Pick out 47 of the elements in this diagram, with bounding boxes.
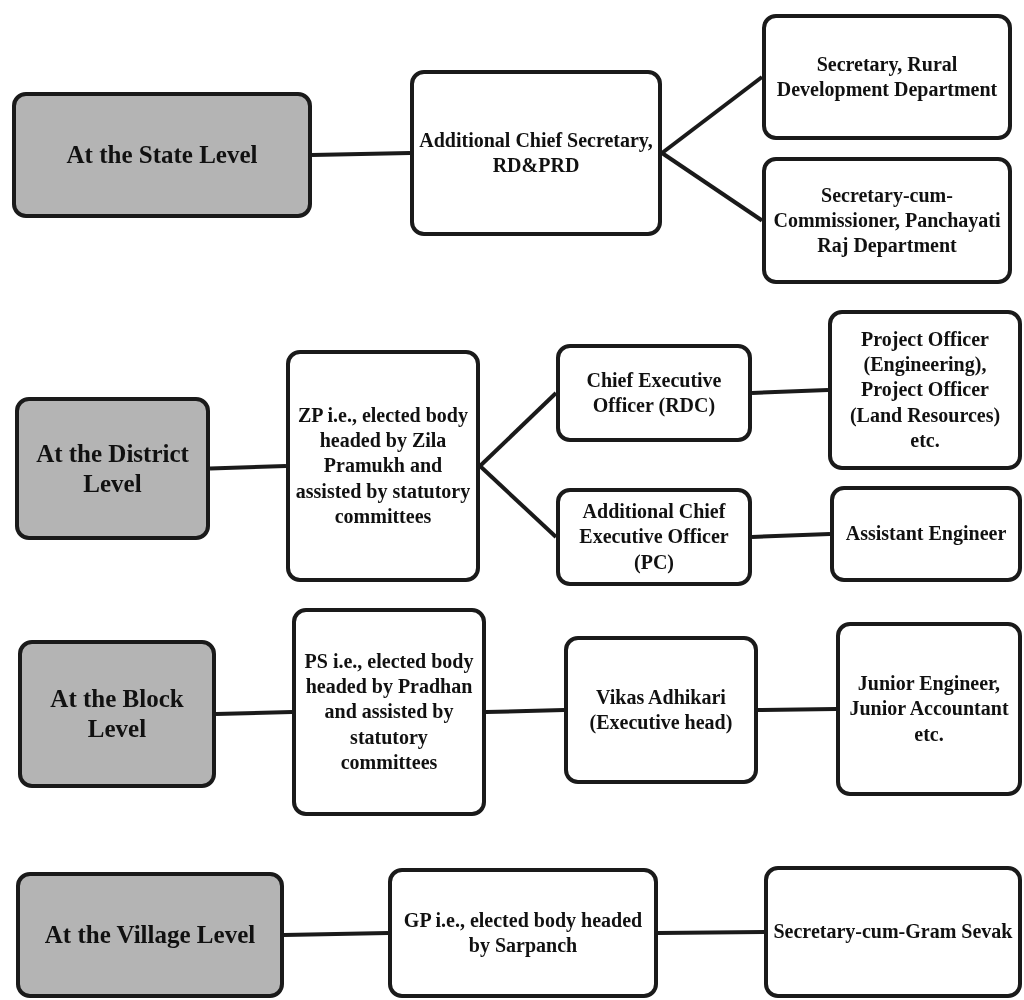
connector-line (757, 707, 837, 712)
office-box (762, 157, 1012, 284)
connector-line (283, 931, 389, 937)
connector-line (751, 532, 831, 539)
connector-line (660, 75, 764, 155)
office-box (828, 310, 1022, 470)
node-text: Assistant Engineer (845, 521, 1007, 547)
level-box (12, 92, 312, 218)
connector-line (478, 391, 558, 468)
connector-line (657, 930, 765, 935)
node-text: Secretary-cum-Gram Sevak (773, 919, 1013, 945)
node-text: At the Block Level (49, 684, 185, 744)
office-box (830, 486, 1022, 582)
connector-line (660, 151, 764, 223)
office-box (556, 344, 752, 442)
node-text: At the State Level (66, 140, 258, 170)
level-box (16, 872, 284, 998)
node-text: Secretary, Rural Development Department (775, 51, 999, 103)
node-text: Project Officer (Engineering), Project Officer (Land Resources) etc. (848, 327, 1002, 453)
connector-line (751, 388, 829, 395)
office-box (292, 608, 486, 816)
node-text: PS i.e., elected body headed by Pradhan and assisted by statutory committees (303, 649, 475, 775)
node-text: ZP i.e., elected body headed by Zila Pramukh and assisted by statutory committees (294, 403, 472, 529)
connector-line (478, 464, 558, 539)
office-box (762, 14, 1012, 140)
office-box (388, 868, 658, 998)
office-box (836, 622, 1022, 796)
node-text: At the District Level (35, 438, 190, 499)
connector-line (311, 151, 411, 157)
node-text: At the Village Level (44, 920, 256, 950)
node-text: Secretary-cum-Commissioner, Panchayati Raj Department (772, 182, 1002, 259)
node-text: Chief Executive Officer (RDC) (585, 367, 723, 419)
connector-line (485, 708, 565, 714)
node-text: Additional Chief Executive Officer (PC) (578, 499, 730, 575)
level-box (18, 640, 216, 788)
office-box (286, 350, 480, 582)
level-box (15, 397, 210, 540)
node-text: GP i.e., elected body headed by Sarpanch (402, 907, 644, 959)
node-text: Vikas Adhikari (Executive head) (588, 684, 734, 736)
office-box (764, 866, 1022, 998)
office-box (410, 70, 662, 236)
node-text: Additional Chief Secretary, RD&PRD (418, 127, 654, 178)
connector-line (215, 710, 293, 716)
connector-line (209, 464, 287, 471)
node-text: Junior Engineer, Junior Accountant etc. (848, 671, 1010, 747)
office-box (564, 636, 758, 784)
office-box (556, 488, 752, 586)
